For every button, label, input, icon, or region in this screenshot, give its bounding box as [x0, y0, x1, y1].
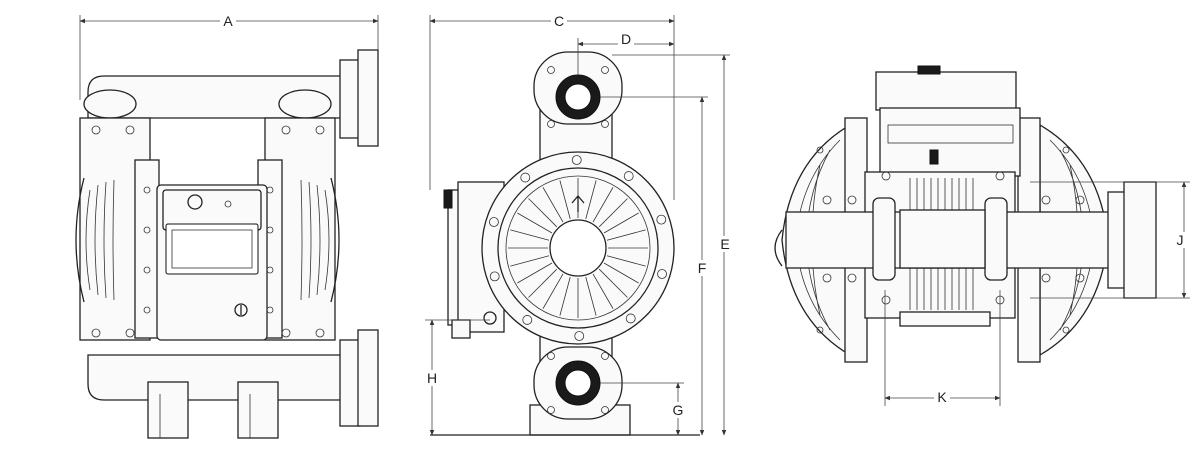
top-view: J K [774, 65, 1192, 406]
dimension-label-h: H [427, 370, 437, 386]
dimension-label-a: A [223, 13, 233, 29]
front-view: A [75, 13, 379, 439]
dimension-label-e: E [720, 236, 729, 252]
dimension-label-j: J [1177, 232, 1184, 248]
dimension-label-d: D [621, 31, 631, 47]
dimension-label-c: C [554, 13, 564, 29]
dimension-label-g: G [673, 402, 684, 418]
side-view: C D E F G H [424, 13, 733, 436]
dimension-label-f: F [698, 260, 707, 276]
dimension-label-k: K [937, 389, 947, 405]
